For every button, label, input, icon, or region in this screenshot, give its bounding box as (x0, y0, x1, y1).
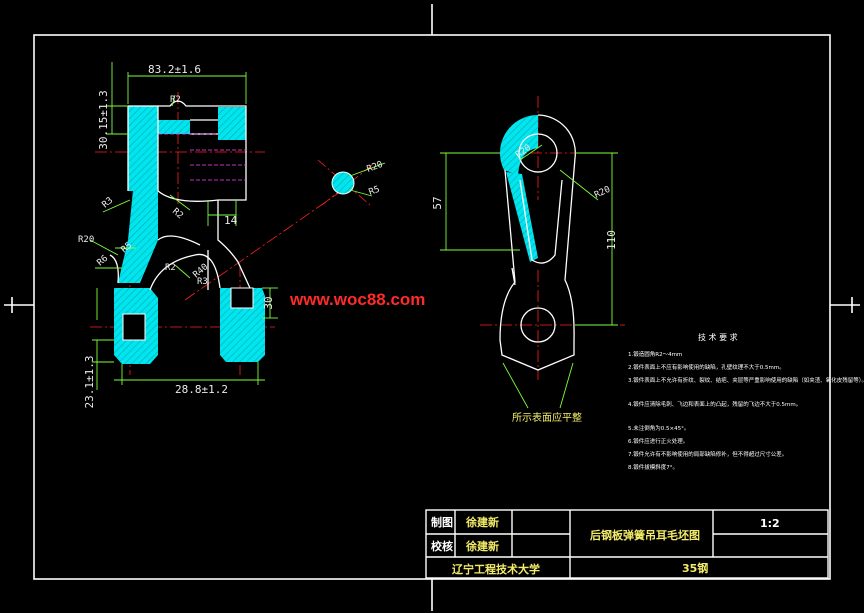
tech-requirement-item: 2.锻件表面上不应有影响使用的缺陷，孔壁纹理不大于0.5mm。 (628, 363, 785, 371)
tech-requirement-item: 1.锻造圆角R2～4mm (628, 350, 682, 358)
title-block: 制图 徐建新 校核 徐建新 后钢板弹簧吊耳毛坯图 1:2 辽宁工程技术大学 35… (425, 509, 829, 579)
tech-requirements-title: 技 术 要 求 (698, 332, 738, 342)
tech-requirement-item: 3.锻件表面上不允许有折纹、裂纹、结疤、夹层等严重影响使用的缺陷（如夹渣、氧化皮… (628, 376, 864, 384)
yoke-right-section (218, 107, 246, 140)
yoke-left-section (128, 106, 158, 191)
draw-label: 制图 (431, 515, 453, 529)
lower-left-hole (122, 313, 146, 341)
dim-boss-height: 30 (262, 296, 275, 309)
draw-name: 徐建新 (465, 515, 499, 529)
right-top-section (499, 114, 538, 175)
tech-requirement-item: 6.锻件应进行正火处理。 (628, 437, 688, 445)
detail-section (331, 171, 355, 195)
left-view-hidden-lines (158, 133, 246, 181)
radius-label: R3 (101, 196, 116, 211)
tech-requirement-item: 5.未注倒角为0.5×45°。 (628, 424, 689, 432)
detail-view: R20 R5 (317, 159, 386, 206)
tech-requirement-item: 4.锻件应清除毛刺、飞边和表面上的凸起，残留的飞边不大于0.5mm。 (628, 400, 801, 408)
radius-label: R2 (165, 263, 176, 273)
radius-label: R3 (197, 277, 208, 287)
tech-requirement-item: 7.锻件允许有不影响使用的局部缺陷修补，但不得超过尺寸公差。 (628, 450, 787, 458)
detail-radius-label: R20 (366, 160, 385, 175)
radius-label: R20 (78, 235, 94, 245)
right-view-dimension-lines (440, 144, 618, 409)
watermark: www.woc88.com (289, 290, 425, 309)
right-view-outline (499, 114, 576, 371)
dim-slot-width: 14 (224, 214, 238, 227)
dim-height-top: 30.15±1.3 (97, 90, 110, 150)
tech-requirement-item: 8.锻件拔模斜度7°。 (628, 463, 678, 471)
right-radius-label: R20 (593, 185, 612, 201)
yoke-top-section (128, 120, 190, 134)
radius-label: R6 (96, 254, 111, 269)
right-view-centerlines (480, 96, 625, 380)
dim-width-top: 83.2±1.6 (148, 63, 201, 76)
material: 35钢 (682, 561, 708, 575)
drawing-scale: 1:2 (760, 517, 780, 530)
tech-requirements: 技 术 要 求 1.锻造圆角R2～4mm 2.锻件表面上不应有影响使用的缺陷，孔… (628, 332, 864, 471)
school-name: 辽宁工程技术大学 (452, 562, 540, 576)
dim-height-bottom: 23.1±1.3 (83, 356, 96, 409)
sheet-frame (4, 4, 860, 611)
dim-height-a: 57 (431, 196, 444, 209)
radius-label: R2 (170, 95, 181, 105)
right-arm-section (506, 172, 538, 262)
right-view: 57 110 R20 R20 所示表面应平整 (431, 96, 625, 424)
check-name: 徐建新 (465, 539, 499, 553)
check-label: 校核 (431, 539, 453, 553)
left-view: 83.2±1.6 30.15±1.3 14 30 23.1±1.3 28.8±1… (78, 62, 351, 409)
drawing-title: 后钢板弹簧吊耳毛坯图 (590, 528, 700, 542)
dim-width-bottom: 28.8±1.2 (175, 383, 228, 396)
detail-radius-label: R5 (368, 185, 382, 198)
lower-right-slot (230, 287, 254, 309)
arm-section (118, 190, 158, 283)
flat-surface-callout: 所示表面应平整 (512, 411, 582, 424)
radius-label: R2 (170, 207, 185, 222)
dim-height-b: 110 (605, 230, 618, 250)
left-view-dimension-lines (89, 62, 278, 390)
